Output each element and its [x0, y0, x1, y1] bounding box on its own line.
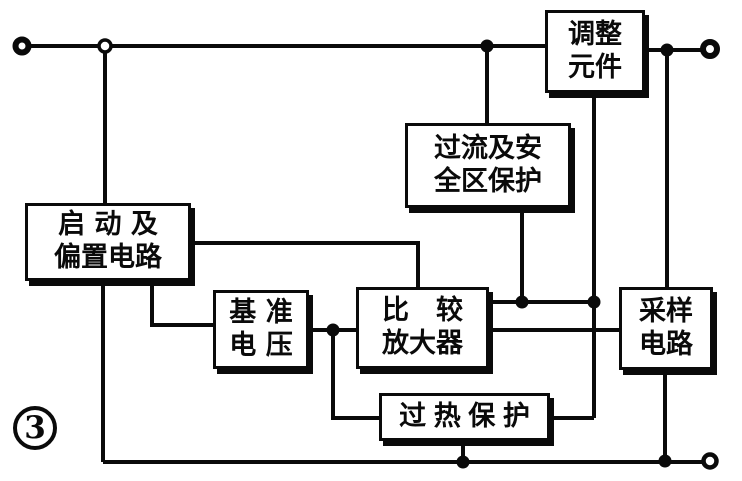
terminal-top-right-icon: [700, 39, 720, 59]
block-label-line: 比 较: [382, 295, 463, 327]
block-label-line: 放大器: [382, 328, 463, 359]
block-label-line: 电路: [639, 328, 693, 360]
figure-number: 3: [24, 410, 46, 446]
junction-dot: [587, 295, 601, 309]
block-comparison-amplifier: 比 较 放大器: [356, 287, 489, 369]
block-startup-bias: 启 动 及 偏置电路: [25, 203, 191, 281]
terminal-top-left-icon: [12, 36, 32, 56]
block-label-line: 元件: [568, 51, 622, 83]
junction-dot: [515, 295, 529, 309]
wire-to-thermal-left: [331, 330, 379, 420]
junction-dot: [480, 39, 494, 53]
block-thermal-protection: 过热保护: [379, 393, 550, 441]
wire-startup-to-comp: [190, 241, 420, 288]
block-label-line: 调整: [568, 18, 622, 50]
block-label-line: 过热保护: [399, 400, 538, 432]
block-label-line: 电 压: [229, 329, 293, 361]
block-adjust-element: 调整 元件: [545, 10, 645, 93]
figure-number-badge: 3: [13, 406, 57, 450]
junction-dot: [658, 454, 672, 468]
block-label-line: 偏置电路: [54, 242, 162, 273]
terminals: [12, 36, 720, 470]
block-label-line: 启 动 及: [58, 209, 158, 241]
junction-dot: [326, 323, 340, 337]
block-label-line: 全区保护: [434, 165, 542, 197]
terminal-bottom-right-icon: [701, 452, 719, 470]
junction-dots: [326, 39, 674, 469]
block-overcurrent-protection: 过流及安 全区保护: [405, 123, 571, 208]
block-label-line: 基 准: [229, 296, 293, 328]
block-reference-voltage: 基 准 电 压: [213, 290, 309, 369]
block-label-line: 过流及安: [434, 132, 542, 164]
block-label-line: 采样: [639, 295, 693, 327]
junction-dot: [456, 455, 470, 469]
open-junction-icon: [97, 38, 113, 54]
block-sampling-circuit: 采样 电路: [619, 287, 713, 370]
junction-dot: [660, 43, 674, 57]
wire-startup-to-reference: [150, 280, 214, 327]
